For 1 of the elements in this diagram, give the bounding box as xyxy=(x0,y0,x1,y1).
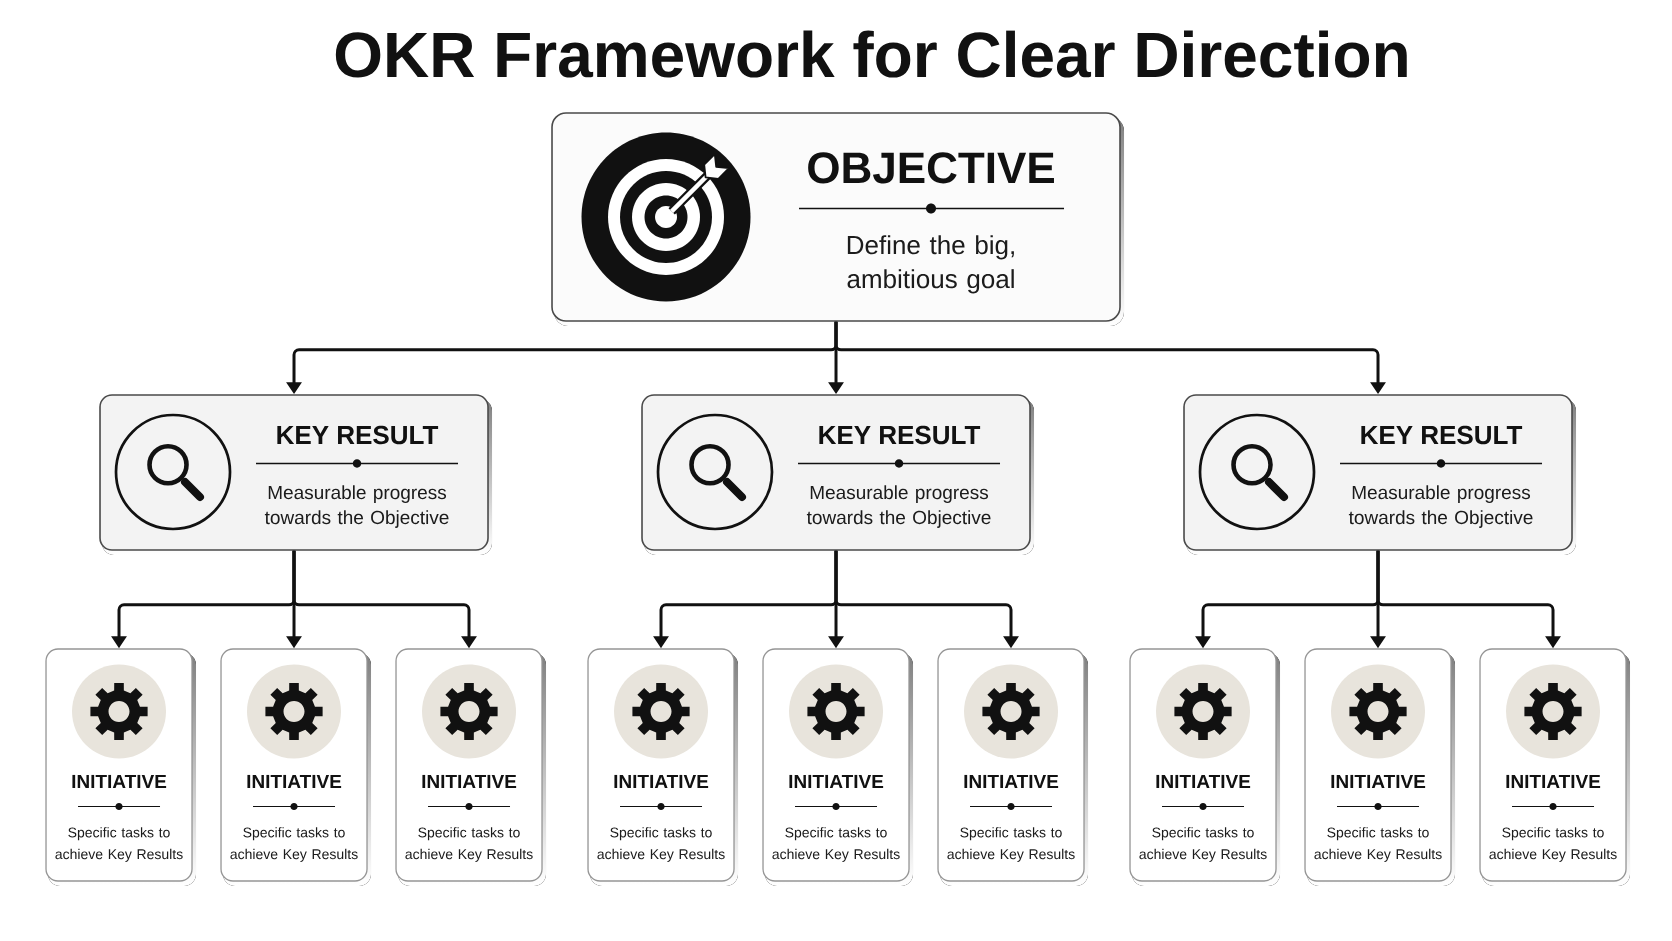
title: OKR Framework for Clear Direction xyxy=(335,30,1407,78)
